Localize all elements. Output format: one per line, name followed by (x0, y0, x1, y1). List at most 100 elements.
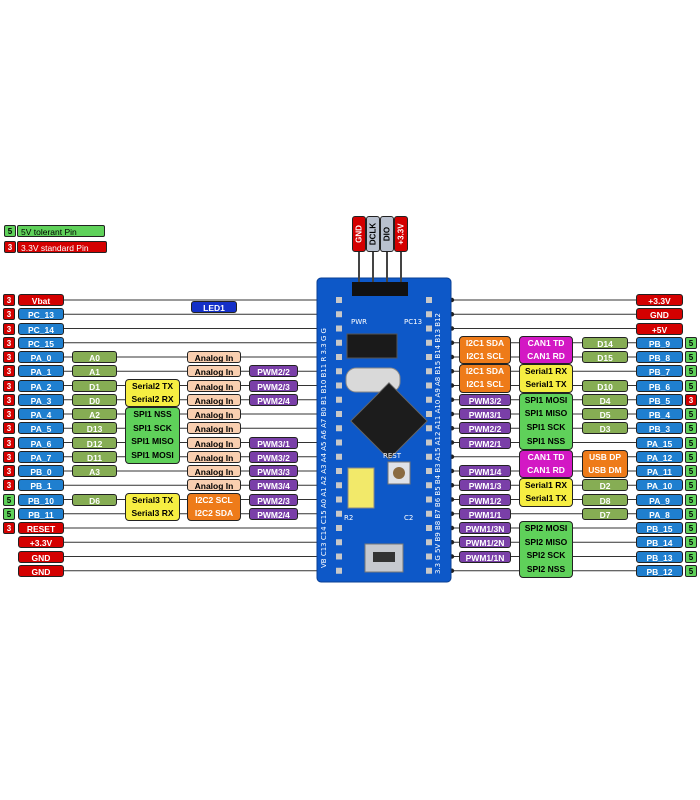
group-line: I2C2 SCL (195, 494, 233, 505)
group-line: Serial1 TX (525, 379, 567, 390)
pin-hole (426, 368, 432, 375)
right-pin-badge: 3 (685, 393, 697, 406)
pin-hole (336, 567, 342, 574)
right-pin-badge: 5 (685, 379, 697, 392)
right-arduino-label: D14 (582, 336, 628, 349)
left-pwm-label: PWM3/3 (249, 465, 298, 477)
right-pin-label: PB_4 (636, 408, 683, 420)
right-pwm-label: PWM1/2 (459, 493, 511, 506)
header-label-text: +3.3V (396, 223, 406, 245)
right-pin-label: PB_12 (636, 564, 683, 577)
left-analog-label: Analog In (187, 351, 241, 363)
pin-hole (426, 425, 432, 432)
right-arduino-label: D10 (582, 379, 628, 392)
pin-hole (426, 354, 432, 360)
left-arduino-label: A2 (72, 408, 117, 420)
right-arduino-label: D8 (582, 493, 628, 506)
right-pin-label: PB_5 (636, 393, 683, 406)
left-pwm-label: PWM3/1 (249, 436, 298, 449)
left-pin-badge: 3 (3, 422, 15, 435)
boot-jumper (347, 467, 375, 509)
left-arduino-label: D0 (72, 393, 117, 406)
left-analog-label: Analog In (187, 436, 241, 449)
left-pin-label: PA_3 (18, 393, 64, 406)
right-pin-badge: 5 (685, 450, 697, 463)
group-line: Serial1 RX (524, 480, 568, 491)
pin-hole (336, 325, 342, 332)
right-pin-label: +5V (636, 322, 683, 335)
left-pwm-label: PWM2/3 (249, 379, 298, 392)
left-pin-label: PB_0 (18, 465, 64, 477)
right-arduino-label: D7 (582, 507, 628, 520)
board-pc13-text: PC13 (404, 318, 423, 326)
right-pin-badge: 5 (685, 351, 697, 363)
right-pwm-label: PWM2/1 (459, 436, 511, 449)
left-analog-label: Analog In (187, 465, 241, 477)
left-analog-label: Analog In (187, 450, 241, 463)
left-analog-label: Analog In (187, 393, 241, 406)
right-pwm-label: PWM1/2N (459, 536, 511, 549)
group-line: USB DP (588, 451, 622, 462)
group-line: Serial2 RX (131, 393, 174, 404)
left-pin-label: GND (18, 550, 64, 563)
right-function-group: Serial1 RX Serial1 TX (519, 478, 573, 507)
left-pin-badge: 3 (3, 351, 15, 363)
left-pin-label: PA_5 (18, 422, 64, 435)
right-pin-label: PB_13 (636, 550, 683, 563)
right-pin-label: PB_8 (636, 351, 683, 363)
pin-hole (426, 382, 432, 389)
group-line: Serial1 TX (525, 493, 567, 504)
board-pwr-text: PWR (351, 318, 368, 326)
right-pwm-label: PWM1/4 (459, 465, 511, 477)
left-pin-badge: 3 (3, 379, 15, 392)
left-analog-label: Analog In (187, 365, 241, 378)
left-pin-label: PB_1 (18, 479, 64, 492)
left-pin-badge: 3 (3, 465, 15, 477)
header-label-text: DCLK (368, 222, 378, 246)
right-arduino-label: D3 (582, 422, 628, 435)
left-pin-label: GND (18, 564, 64, 577)
right-arduino-label: D2 (582, 479, 628, 492)
pin-hole (336, 354, 342, 360)
left-analog-label: Analog In (187, 379, 241, 392)
right-pin-label: PB_6 (636, 379, 683, 392)
left-pin-badge: 3 (3, 365, 15, 378)
board-c2-text: C2 (404, 514, 414, 522)
header-label-2: DIO (380, 216, 394, 252)
pin-hole (426, 325, 432, 332)
group-line: SPI2 MISO (524, 536, 568, 547)
pin-hole (336, 339, 342, 346)
right-pwm-label: PWM1/1N (459, 550, 511, 563)
left-pin-badge: 3 (3, 308, 15, 321)
left-pin-badge: 3 (3, 450, 15, 463)
right-pin-label: PB_7 (636, 365, 683, 378)
right-pin-badge: 5 (685, 436, 697, 449)
pin-hole (426, 567, 432, 574)
pin-hole (336, 482, 342, 489)
left-pin-badge: 3 (3, 294, 15, 306)
pin-hole (336, 496, 342, 503)
group-line: I2C1 SCL (466, 379, 504, 390)
right-pin-label: PB_9 (636, 336, 683, 349)
group-line: CAN1 RD (527, 464, 565, 475)
left-pin-badge: 5 (3, 493, 15, 506)
left-pin-badge: 3 (3, 336, 15, 349)
pin-hole (336, 396, 342, 403)
left-arduino-label: D6 (72, 493, 117, 506)
left-pwm-label: PWM2/3 (249, 493, 298, 506)
group-line: SPI1 MOSI (131, 450, 174, 461)
left-pin-badge: 3 (3, 436, 15, 449)
left-arduino-label: D13 (72, 422, 117, 435)
left-arduino-label: A0 (72, 351, 117, 363)
pin-hole (336, 553, 342, 560)
left-pwm-label: PWM3/2 (249, 450, 298, 463)
debug-header (352, 282, 408, 296)
header-label-text: DIO (382, 226, 392, 242)
legend-5v-badge: 5 (4, 225, 16, 237)
